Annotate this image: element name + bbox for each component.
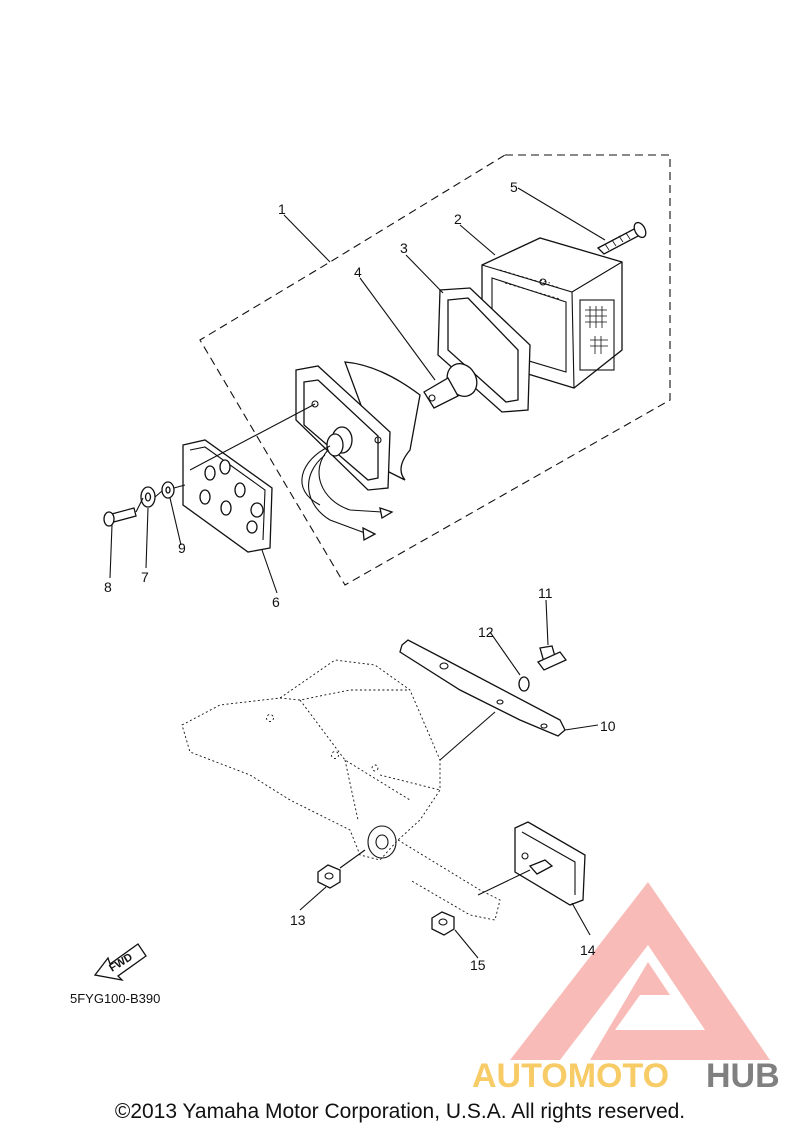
leader-lines: [109, 187, 606, 959]
callout-10: 10: [600, 718, 616, 734]
callout-15: 15: [470, 957, 486, 973]
callout-6: 6: [272, 594, 280, 610]
callout-7: 7: [141, 569, 149, 585]
watermark-text-hub: HUB: [706, 1057, 780, 1095]
part-gasket: [437, 287, 531, 413]
callout-12: 12: [478, 624, 494, 640]
part-reflector: [514, 821, 586, 906]
part-bolt-11: [536, 645, 568, 671]
callout-labels: 1 2 3 4 5 6 7 8 9 10 11 12 13 14 15: [104, 179, 616, 973]
diagram-code: 5FYG100-B390: [70, 991, 160, 1006]
callout-9: 9: [178, 540, 186, 556]
fwd-arrow: FWD: [93, 943, 147, 982]
part-lens-plate: [182, 403, 316, 553]
part-screw: [596, 221, 647, 255]
callout-8: 8: [104, 579, 112, 595]
watermark-logo: [510, 882, 770, 1060]
part-license-bracket: [399, 639, 566, 737]
part-fender-bracket: [181, 659, 501, 921]
part-bulb: [423, 363, 478, 409]
callout-3: 3: [400, 240, 408, 256]
part-washer-9: [161, 481, 175, 499]
callout-1: 1: [278, 201, 286, 217]
copyright-notice: ©2013 Yamaha Motor Corporation, U.S.A. A…: [114, 1100, 686, 1123]
watermark-text-automoto: AUTOMOTO: [472, 1057, 669, 1095]
callout-5: 5: [510, 179, 518, 195]
part-nut-13: [317, 864, 341, 889]
callout-2: 2: [454, 211, 462, 227]
part-washer-12: [518, 676, 530, 692]
callout-11: 11: [538, 585, 553, 601]
part-bolt-8: [103, 507, 137, 527]
part-lamp-base: [295, 361, 421, 542]
callout-14: 14: [580, 942, 596, 958]
callout-4: 4: [354, 264, 362, 280]
part-nut-15: [431, 911, 455, 936]
assembly-boundary: [199, 154, 671, 586]
part-washer-7: [140, 486, 156, 508]
callout-13: 13: [290, 912, 306, 928]
